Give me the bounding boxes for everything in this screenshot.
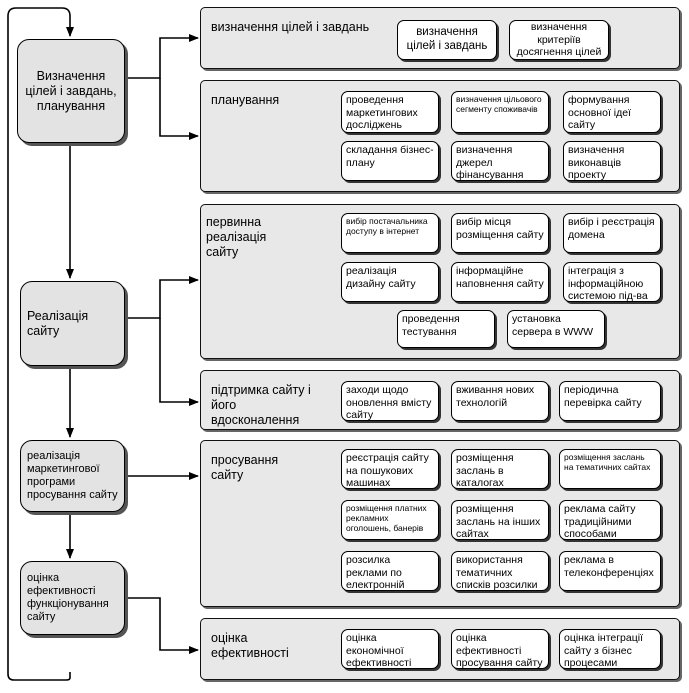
stage-label: Реалізація сайту <box>27 308 89 338</box>
panel-title: оцінка ефективності <box>211 631 289 660</box>
task-item: проведення тестування <box>397 310 495 348</box>
task-item: використання тематичних списків розсилки <box>451 551 549 591</box>
task-item: вибір і реєстрація домена <box>563 213 661 253</box>
task-item: розсилка реклами по електронній пошті <box>341 551 439 591</box>
stage-marketing-program: реалізація маркетингової програми просув… <box>20 440 125 512</box>
task-item: періодична перевірка сайту <box>559 381 661 421</box>
task-item: оцінка економічної ефективності <box>341 629 439 669</box>
stage-label: реалізація маркетингової програми просув… <box>27 449 118 502</box>
branch-s2 <box>125 276 199 319</box>
task-item: визначення виконавців проекту <box>563 141 661 181</box>
panel-goals: визначення цілей і завдань визначення ці… <box>200 7 680 69</box>
feedback-loop-line <box>7 7 74 681</box>
task-item: вживання нових технологій <box>451 381 549 421</box>
task-item: заходи щодо оновлення вмісту сайту <box>341 381 439 421</box>
task-item: визначення цілей і завдань <box>397 20 497 60</box>
panel-title: первинна реалізація сайту <box>206 215 267 259</box>
panel-evaluation: оцінка ефективності оцінка економічної е… <box>200 618 680 680</box>
task-item: визначення цільового сегменту споживачів <box>451 91 549 133</box>
task-item: інформаційне наповнення сайту <box>451 262 549 302</box>
panel-planning: планування проведення маркетингових досл… <box>200 80 680 192</box>
task-item: реалізація дизайну сайту <box>341 262 439 302</box>
stage-site-implementation: Реалізація сайту <box>20 281 125 366</box>
panel-promotion: просування сайту реєстрація сайту на пош… <box>200 440 680 607</box>
task-item: розміщення заслань в каталогах <box>451 449 549 489</box>
stage-label: Визначення цілей і завдань, планування <box>25 68 117 113</box>
panel-title: визначення цілей і завдань <box>211 20 370 34</box>
task-item: установка сервера в WWW <box>507 310 605 348</box>
task-item: реклама в телеконференціях <box>559 551 661 591</box>
branch-s1 <box>125 34 199 79</box>
stage-effectiveness-evaluation: оцінка ефективності функціонування сайту <box>20 561 125 635</box>
branch-s4 <box>125 597 199 654</box>
task-item: складання бізнес-плану <box>341 141 439 181</box>
panel-title: просування сайту <box>211 453 279 482</box>
stage-definition-planning: Визначення цілей і завдань, планування <box>17 39 125 143</box>
task-item: визначення джерел фінансування <box>451 141 549 181</box>
task-item: інтеграція з інформаційною системою під-… <box>563 262 661 302</box>
task-item: оцінка інтеграції сайту з бізнес процеса… <box>559 629 661 669</box>
task-item: реклама сайту традиційними способами <box>559 500 661 540</box>
task-item: визначення критеріїв досягнення цілей <box>509 20 609 60</box>
task-item: оцінка ефективності просування сайту <box>451 629 549 669</box>
panel-title: підтримка сайту і його вдосконалення <box>211 383 311 427</box>
panel-initial-implementation: первинна реалізація сайту вибір постачал… <box>200 204 680 359</box>
task-item: розміщення заслань на тематичних сайтах <box>559 449 661 489</box>
task-item: вибір постачальника доступу в інтернет <box>341 213 439 253</box>
task-item: розміщення платних рекламних оголошень, … <box>341 500 439 540</box>
task-item: вибір місця розміщення сайту <box>451 213 549 253</box>
stage-label: оцінка ефективності функціонування сайту <box>27 571 109 624</box>
task-item: розміщення заслань на інших сайтах <box>451 500 549 540</box>
task-item: реєстрація сайту на пошукових машинах <box>341 449 439 489</box>
panel-site-support: підтримка сайту і його вдосконалення зах… <box>200 370 680 430</box>
task-item: проведення маркетингових досліджень <box>341 91 439 133</box>
task-item: формування основної ідеї сайту <box>563 91 661 133</box>
panel-title: планування <box>211 93 280 107</box>
